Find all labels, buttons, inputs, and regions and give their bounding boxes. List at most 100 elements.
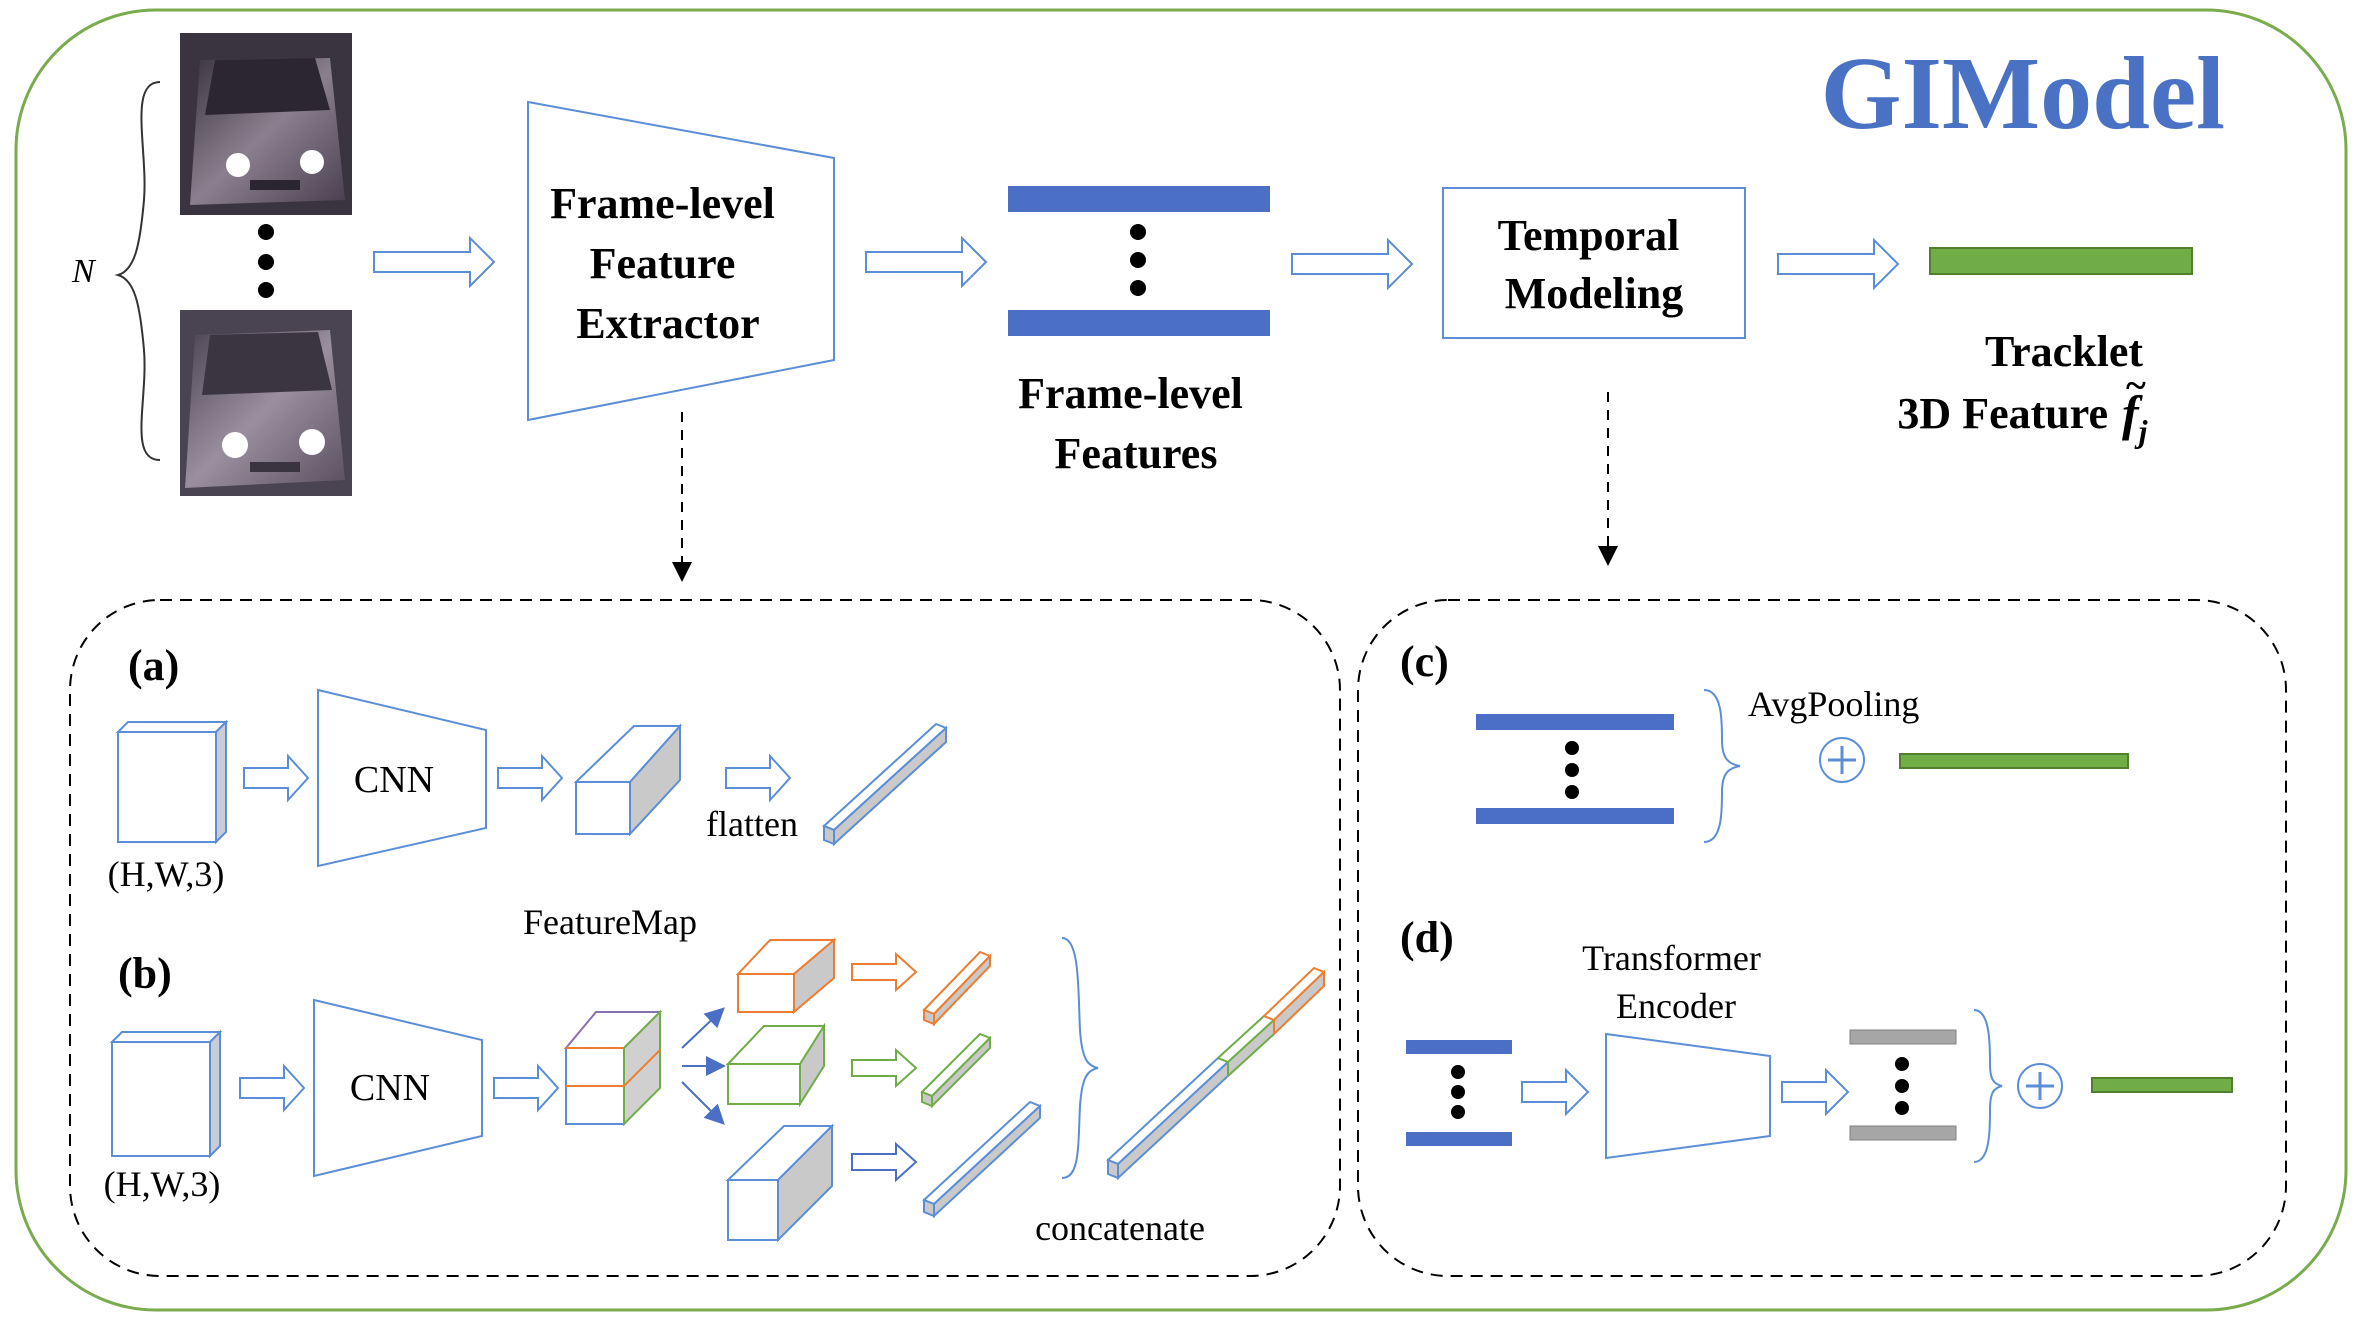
feature-bar — [1008, 310, 1270, 336]
temporal-modeling-block — [1442, 187, 1746, 339]
hollow-arrow — [493, 1063, 560, 1113]
car-image-top — [180, 33, 352, 215]
feature-bar — [1008, 186, 1270, 212]
transformer-encoder-block — [1605, 1032, 1771, 1160]
tracklet-label-line1: Tracklet — [1985, 327, 2143, 376]
hollow-arrow-blue — [851, 1141, 918, 1183]
diagram-title: GIModel — [1821, 36, 2225, 151]
tracklet-label-line2: 3D Feature — [1897, 389, 2108, 438]
feature-bar — [1406, 1040, 1512, 1054]
featuremap-label: FeatureMap — [523, 902, 697, 942]
hollow-arrow — [243, 753, 310, 803]
hollow-arrow — [239, 1063, 306, 1113]
feature-cube-a — [573, 723, 683, 837]
panel-b-tag: (b) — [118, 949, 172, 998]
blue-vector — [922, 1100, 1042, 1219]
input-shape-label-b: (H,W,3) — [104, 1164, 221, 1204]
concatenate-label: concatenate — [1035, 1208, 1205, 1248]
hollow-arrow — [1291, 237, 1414, 291]
encoder-label-line2: Encoder — [1616, 986, 1736, 1026]
feature-bar — [1476, 808, 1674, 824]
blue-pooled-cube — [725, 1123, 835, 1243]
avgpooling-label: AvgPooling — [1748, 684, 1919, 724]
svg-text:Frame-level Feature Ex: Frame-level Feature Extractor — [550, 179, 786, 348]
dot — [1565, 763, 1579, 777]
encoded-bar — [1849, 1029, 1957, 1045]
hollow-arrow-orange — [851, 951, 918, 993]
flatten-label: flatten — [706, 804, 798, 844]
branch-arrow — [681, 1007, 725, 1049]
extractor-label-line2: Feature — [590, 239, 736, 288]
outer-frame — [14, 8, 2348, 1312]
dot — [1451, 1065, 1465, 1079]
hollow-arrow — [1777, 237, 1900, 291]
flattened-vector-a — [822, 722, 948, 847]
feature-bar — [1406, 1132, 1512, 1146]
dot — [1565, 741, 1579, 755]
concatenated-vector — [1106, 966, 1326, 1181]
dot — [1451, 1105, 1465, 1119]
hollow-arrow-green — [851, 1047, 918, 1089]
dot — [1130, 280, 1146, 296]
green-vector — [920, 1032, 992, 1109]
pool-brace — [1703, 689, 1741, 843]
cnn-block-b — [313, 998, 483, 1178]
cnn-label-a: CNN — [354, 759, 434, 801]
encoder-label-line1: Transformer — [1582, 938, 1761, 978]
svg-text:Temporal Modeling: Temporal Modeling — [1498, 211, 1691, 318]
tilde-mark: ~ — [2126, 365, 2146, 407]
hollow-arrow — [497, 753, 564, 803]
svg-text:Transformer Encoder: Transformer Encoder — [1582, 938, 1770, 1026]
orange-pooled-cube — [735, 937, 837, 1015]
dot — [1565, 785, 1579, 799]
tracklet-feature-bar — [1929, 247, 2193, 275]
frame-features-label-line2: Features — [1055, 429, 1218, 478]
circled-plus-icon — [1819, 737, 1865, 783]
n-label: N — [71, 253, 97, 290]
dot — [258, 224, 274, 240]
cnn-block-a — [317, 688, 487, 868]
feature-bar — [1476, 714, 1674, 730]
panel-d-tag: (d) — [1400, 913, 1454, 962]
hollow-arrow — [1781, 1067, 1850, 1117]
panel-a-tag: (a) — [128, 641, 179, 690]
dot — [258, 254, 274, 270]
car-image-bottom — [180, 310, 352, 496]
dot — [258, 282, 274, 298]
input-shape-label-a: (H,W,3) — [108, 854, 225, 894]
dot — [1895, 1101, 1909, 1115]
n-brace — [114, 81, 161, 461]
tracklet-symbol: fj — [2122, 385, 2148, 449]
dot — [1451, 1085, 1465, 1099]
hollow-arrow — [865, 235, 988, 289]
orange-vector — [922, 950, 992, 1027]
green-pooled-cube — [725, 1022, 826, 1108]
extractor-label-line1: Frame-level — [550, 179, 775, 228]
dot — [1895, 1079, 1909, 1093]
panel-ab-frame — [69, 599, 1341, 1277]
input-cube-a — [115, 719, 229, 845]
dot — [1130, 224, 1146, 240]
cnn-label-b: CNN — [350, 1067, 430, 1109]
frame-features-label-line1: Frame-level — [1018, 369, 1243, 418]
circled-plus-icon — [2017, 1063, 2063, 1109]
encoder-brace — [1973, 1009, 2003, 1163]
concat-brace — [1061, 937, 1099, 1179]
dot — [1130, 252, 1146, 268]
temporal-label-line2: Modeling — [1505, 269, 1683, 318]
hollow-arrow — [725, 753, 792, 803]
pooled-feature-bar — [1899, 753, 2129, 769]
hollow-arrow — [1521, 1067, 1590, 1117]
input-cube-b — [109, 1029, 223, 1159]
feature-map-cube — [563, 1009, 663, 1127]
panel-c-tag: (c) — [1400, 637, 1449, 686]
encoded-bar — [1849, 1125, 1957, 1141]
svg-text:Frame-level Features: Frame-level Features — [1018, 369, 1254, 478]
extractor-label-line3: Extractor — [576, 299, 759, 348]
temporal-label-line1: Temporal — [1498, 211, 1680, 260]
feature-extractor-block — [527, 100, 835, 422]
branch-arrow — [681, 1081, 725, 1125]
hollow-arrow — [373, 235, 496, 289]
dot — [1895, 1057, 1909, 1071]
